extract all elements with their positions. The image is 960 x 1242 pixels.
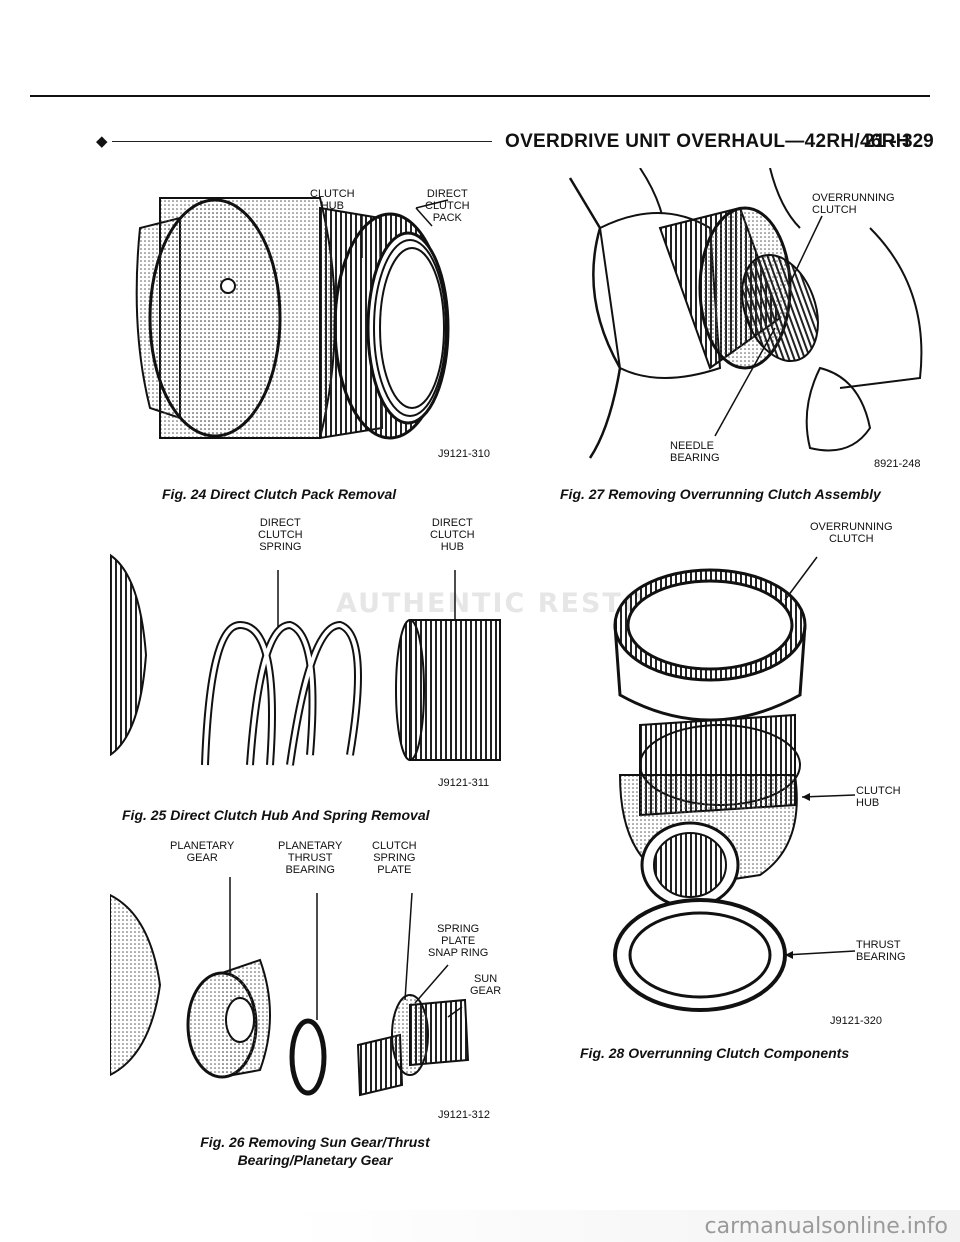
figure-26-caption-line-1: Fig. 26 Removing Sun Gear/Thrust <box>200 1134 430 1150</box>
figure-26-caption-line-2: Bearing/Planetary Gear <box>237 1152 393 1168</box>
figure-27-illustration: OVERRUNNING CLUTCH NEEDLE BEARING 8921-2… <box>540 168 930 478</box>
figure-code: J9121-310 <box>438 448 490 460</box>
label-planetary-gear: PLANETARY GEAR <box>170 840 235 864</box>
figure-25-caption: Fig. 25 Direct Clutch Hub And Spring Rem… <box>122 807 430 823</box>
figure-27-caption: Fig. 27 Removing Overrunning Clutch Asse… <box>560 486 881 502</box>
label-planetary-thrust-bearing: PLANETARY THRUST BEARING <box>278 840 343 876</box>
label-overrunning-clutch: OVERRUNNING CLUTCH <box>810 521 893 545</box>
label-thrust-bearing: THRUST BEARING <box>856 939 906 963</box>
diamond-bullet-icon: ◆ <box>96 132 108 150</box>
figure-28-illustration: OVERRUNNING CLUTCH CLUTCH HUB THRUST BEA… <box>580 515 930 1035</box>
label-clutch-hub: CLUTCH HUB <box>310 188 355 212</box>
label-clutch-spring-plate: CLUTCH SPRING PLATE <box>372 840 417 876</box>
site-watermark[interactable]: carmanualsonline.info <box>704 1214 948 1239</box>
header-title-rule <box>112 141 492 142</box>
header-top-rule <box>30 95 930 97</box>
page-title: OVERDRIVE UNIT OVERHAUL—42RH/46RH <box>505 131 910 152</box>
label-clutch-hub: CLUTCH HUB <box>856 785 901 809</box>
label-needle-bearing: NEEDLE BEARING <box>670 440 720 464</box>
watermark-strip <box>0 1210 960 1242</box>
figure-24-illustration: CLUTCH HUB DIRECT CLUTCH PACK J9121-310 <box>120 168 520 478</box>
figure-26-caption: Fig. 26 Removing Sun Gear/Thrust Bearing… <box>160 1133 470 1169</box>
figure-code: J9121-311 <box>438 777 490 789</box>
figure-25-illustration: DIRECT CLUTCH SPRING DIRECT CLUTCH HUB J… <box>110 515 520 795</box>
label-sun-gear: SUN GEAR <box>470 973 502 997</box>
figure-code: J9121-312 <box>438 1109 490 1121</box>
label-spring-plate-snap-ring: SPRING PLATE SNAP RING <box>428 923 489 959</box>
label-overrunning-clutch: OVERRUNNING CLUTCH <box>812 192 895 216</box>
figure-28-caption: Fig. 28 Overrunning Clutch Components <box>580 1045 850 1061</box>
figure-code: J9121-320 <box>830 1015 882 1027</box>
label-direct-clutch-spring: DIRECT CLUTCH SPRING <box>258 517 303 553</box>
label-direct-clutch-pack: DIRECT CLUTCH PACK <box>425 188 470 224</box>
figure-code: 8921-248 <box>874 458 921 470</box>
label-direct-clutch-hub: DIRECT CLUTCH HUB <box>430 517 475 553</box>
figure-24-caption: Fig. 24 Direct Clutch Pack Removal <box>162 486 397 502</box>
figure-26-illustration: PLANETARY GEAR PLANETARY THRUST BEARING … <box>110 835 520 1125</box>
page-number: 21 - 329 <box>864 131 934 152</box>
